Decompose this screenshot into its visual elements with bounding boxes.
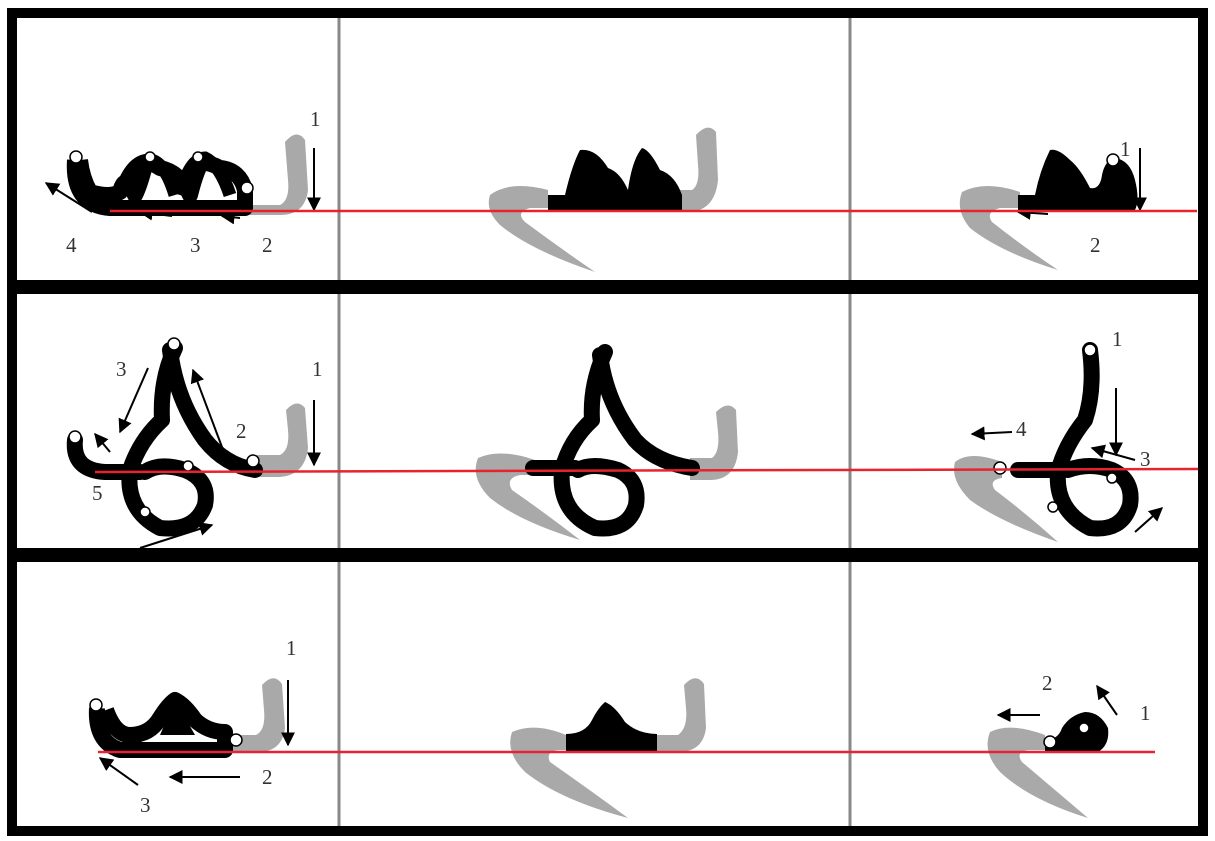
start-point-dot	[193, 152, 203, 162]
stroke-number: 2	[262, 765, 273, 789]
start-point-dot	[1107, 154, 1119, 166]
start-point-dot	[90, 699, 102, 711]
start-point-dot	[69, 431, 81, 443]
stroke-number: 5	[92, 481, 103, 505]
stroke-number: 1	[1120, 137, 1131, 161]
start-point-dot	[145, 152, 155, 162]
stroke-number: 1	[312, 357, 323, 381]
start-point-dot	[1048, 502, 1058, 512]
stroke-number: 2	[1042, 671, 1053, 695]
stroke-number: 2	[262, 233, 273, 257]
stroke-number: 3	[1140, 447, 1151, 471]
stroke-number: 3	[190, 233, 201, 257]
stroke-number: 1	[310, 107, 321, 131]
start-point-dot	[1107, 473, 1117, 483]
row-separator	[8, 280, 1207, 294]
stroke-number: 1	[1112, 327, 1123, 351]
start-point-dot	[247, 455, 259, 467]
start-point-dot	[241, 182, 253, 194]
start-point-dot	[183, 461, 193, 471]
stroke-number: 3	[140, 793, 151, 817]
start-point-dot	[994, 462, 1006, 474]
start-point-dot	[168, 338, 180, 350]
start-point-dot	[140, 507, 150, 517]
start-point-dot	[70, 151, 82, 163]
start-point-dot	[1044, 736, 1056, 748]
stroke-number: 2	[1090, 233, 1101, 257]
start-point-dot	[230, 734, 242, 746]
stroke-number: 3	[116, 357, 127, 381]
stroke-number: 2	[236, 419, 247, 443]
start-point-dot	[1079, 723, 1089, 733]
stroke-number: 1	[1140, 701, 1151, 725]
stroke-number: 1	[286, 636, 297, 660]
start-point-dot	[1084, 344, 1096, 356]
stroke-number: 4	[1016, 417, 1027, 441]
stroke-number: 4	[66, 233, 77, 257]
row-separator	[8, 548, 1207, 562]
